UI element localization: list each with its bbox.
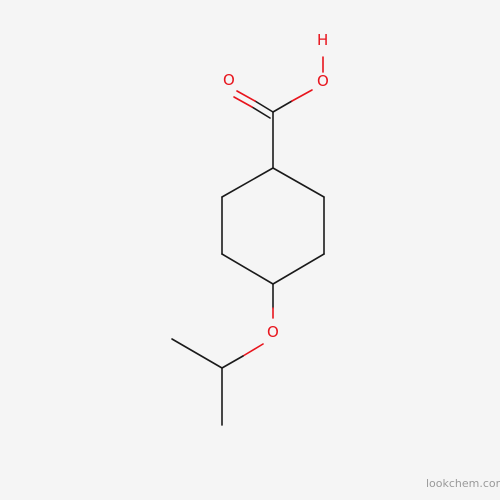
hydroxyl-bond-o: [291, 89, 313, 102]
ring-bond: [272, 253, 325, 285]
carbonyl-double-bond-a: [254, 100, 274, 113]
ether-to-ch-bond: [221, 355, 244, 369]
hydroxyl-hydrogen-label: H: [317, 31, 328, 49]
carboxylic-acid-group: O O H: [223, 31, 329, 169]
hydroxyl-bond: [272, 100, 293, 113]
carbonyl-double-bond-b: [251, 106, 271, 119]
hydroxyl-oxygen-label: O: [317, 72, 329, 90]
ether-to-ch-bond-o: [242, 343, 264, 357]
ring-bond: [221, 253, 274, 285]
isopropoxy-group: O: [171, 283, 279, 426]
ring-bond: [272, 167, 325, 198]
carbonyl-double-bond-a-o: [236, 90, 256, 102]
carbonyl-oxygen-label: O: [223, 71, 235, 89]
ring-bond: [221, 167, 274, 198]
cyclohexane-ring: [221, 167, 325, 285]
ether-oxygen-label: O: [267, 323, 279, 341]
watermark-text: lookchem.com: [426, 477, 500, 490]
methyl-bond-left: [171, 338, 223, 369]
carbonyl-double-bond-b-o: [233, 96, 253, 108]
